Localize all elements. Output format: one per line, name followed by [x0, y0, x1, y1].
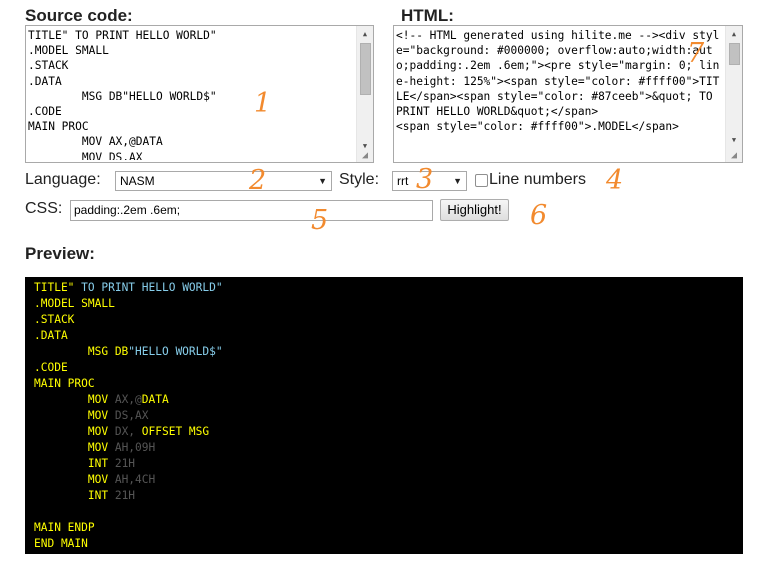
preview-token: 21H [114, 457, 136, 470]
style-select-value: rrt [397, 174, 409, 188]
annotation-1: 1 [254, 88, 272, 119]
source-line: MSG DB"HELLO WORLD$" [28, 89, 217, 103]
language-select[interactable]: NASM ▼ [115, 171, 332, 191]
preview-token: AX,@ [114, 393, 142, 406]
language-label: Language: [25, 171, 101, 188]
annotation-2: 2 [249, 165, 267, 196]
preview-line: MOV DX, OFFSET MSG [25, 424, 743, 440]
scroll-thumb[interactable] [729, 43, 740, 65]
preview-token: AH,09H [114, 441, 156, 454]
preview-token: MOV [34, 473, 115, 486]
source-line: MOV AX,@DATA [28, 135, 163, 149]
preview-token: MAIN PROC [34, 377, 95, 390]
preview-line: TITLE" TO PRINT HELLO WORLD" [25, 280, 743, 296]
source-line: .MODEL SMALL [28, 44, 109, 58]
html-scrollbar[interactable]: ▲ ▼ [725, 26, 742, 162]
annotation-7: 7 [687, 38, 705, 69]
scroll-down-arrow-icon[interactable]: ▼ [731, 136, 737, 144]
preview-token: INT [34, 457, 115, 470]
preview-heading: Preview: [25, 244, 95, 263]
resize-grip-icon[interactable]: ◢ [362, 150, 369, 161]
preview-token: MOV [34, 393, 115, 406]
source-code-heading: Source code: [25, 6, 133, 25]
dropdown-arrow-icon: ▼ [318, 176, 327, 186]
source-line: MOV DS,AX [28, 150, 143, 161]
css-label: CSS: [25, 200, 63, 217]
line-numbers-label[interactable]: Line numbers [489, 171, 586, 188]
css-input-value: padding:.2em .6em; [74, 203, 181, 217]
preview-token: INT [34, 489, 115, 502]
preview-token: MSG DB [34, 345, 129, 358]
annotation-4: 4 [606, 165, 624, 196]
preview-line: MAIN ENDP [25, 520, 743, 536]
preview-token: DX, [114, 425, 142, 438]
preview-token: .DATA [34, 329, 68, 342]
annotation-3: 3 [416, 164, 434, 195]
html-heading: HTML: [401, 6, 454, 25]
html-output-content: <!-- HTML generated using hilite.me --><… [396, 29, 720, 134]
preview-line: .DATA [25, 328, 743, 344]
preview-token: MOV [34, 441, 115, 454]
preview-token: END MAIN [34, 537, 88, 550]
source-line: TITLE" TO PRINT HELLO WORLD" [28, 29, 217, 42]
preview-token: "HELLO WORLD$" [128, 345, 223, 358]
preview-token: .CODE [34, 361, 68, 374]
source-scrollbar[interactable]: ▲ ▼ [356, 26, 373, 162]
highlight-button[interactable]: Highlight! [440, 199, 509, 221]
preview-line: MOV AX,@DATA [25, 392, 743, 408]
source-line: MAIN PROC [28, 120, 89, 134]
annotation-5: 5 [311, 205, 329, 236]
preview-line: INT 21H [25, 456, 743, 472]
preview-line: INT 21H [25, 488, 743, 504]
preview-line: END MAIN [25, 536, 743, 552]
preview-line: MOV DS,AX [25, 408, 743, 424]
dropdown-arrow-icon: ▼ [453, 176, 462, 186]
preview-token: TO PRINT HELLO WORLD" [74, 281, 223, 294]
source-line: .STACK [28, 59, 69, 73]
resize-grip-icon[interactable]: ◢ [731, 150, 738, 161]
style-select[interactable]: rrt ▼ [392, 171, 467, 191]
preview-line: .MODEL SMALL [25, 296, 743, 312]
preview-token: .MODEL SMALL [34, 297, 115, 310]
preview-token: 21H [114, 489, 136, 502]
preview-token: MOV [34, 425, 115, 438]
code-preview: TITLE" TO PRINT HELLO WORLD".MODEL SMALL… [25, 277, 743, 554]
preview-token: TITLE" [34, 281, 75, 294]
source-code-textarea[interactable]: TITLE" TO PRINT HELLO WORLD" .MODEL SMALL… [25, 25, 374, 163]
preview-token: .STACK [34, 313, 75, 326]
preview-token: DATA [141, 393, 169, 406]
preview-line: MOV AH,09H [25, 440, 743, 456]
line-numbers-checkbox[interactable] [475, 174, 488, 187]
style-label: Style: [339, 171, 380, 188]
preview-line [25, 504, 743, 520]
preview-line: MAIN PROC [25, 376, 743, 392]
preview-token: MAIN ENDP [34, 521, 95, 534]
preview-token: OFFSET MSG [141, 425, 210, 438]
html-output-textarea[interactable]: <!-- HTML generated using hilite.me --><… [393, 25, 743, 163]
preview-line: .STACK [25, 312, 743, 328]
source-line: .DATA [28, 74, 62, 88]
scroll-up-arrow-icon[interactable]: ▲ [731, 30, 737, 38]
preview-line: MSG DB"HELLO WORLD$" [25, 344, 743, 360]
preview-line: MOV AH,4CH [25, 472, 743, 488]
language-select-value: NASM [120, 174, 155, 188]
preview-token: DS,AX [114, 409, 149, 422]
preview-token: MOV [34, 409, 115, 422]
preview-token: AH,4CH [114, 473, 156, 486]
scroll-up-arrow-icon[interactable]: ▲ [362, 30, 368, 38]
css-input[interactable]: padding:.2em .6em; [70, 200, 433, 221]
scroll-down-arrow-icon[interactable]: ▼ [362, 142, 368, 150]
source-line: .CODE [28, 104, 62, 118]
annotation-6: 6 [530, 200, 548, 231]
preview-line: .CODE [25, 360, 743, 376]
source-code-content: TITLE" TO PRINT HELLO WORLD" .MODEL SMALL… [28, 28, 355, 160]
scroll-thumb[interactable] [360, 43, 371, 95]
